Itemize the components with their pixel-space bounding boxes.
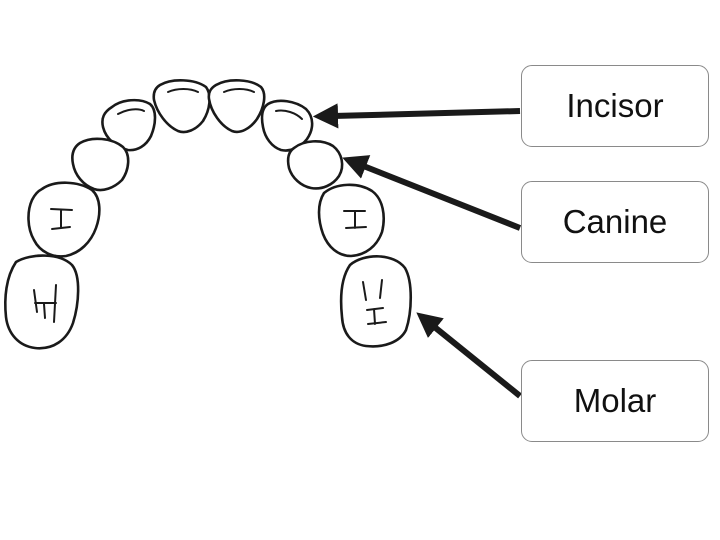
tooth-canine-right	[286, 140, 344, 190]
tooth-premolar-left	[27, 181, 101, 258]
arrow-canine	[342, 155, 522, 231]
label-box-incisor: Incisor	[521, 65, 709, 147]
tooth-lateral-incisor-left	[101, 98, 157, 152]
label-incisor: Incisor	[566, 87, 664, 124]
tooth-molar-left	[4, 254, 80, 350]
arrow-molar	[416, 312, 522, 399]
label-canine: Canine	[562, 203, 668, 240]
tooth-premolar-right	[317, 183, 385, 258]
dental-arch	[4, 79, 412, 350]
label-molar: Molar	[573, 382, 657, 419]
tooth-central-incisor-right	[207, 79, 266, 134]
label-box-canine: Canine	[521, 181, 709, 263]
tooth-molar-right	[339, 255, 412, 348]
label-box-molar: Molar	[521, 360, 709, 442]
tooth-central-incisor-left	[152, 79, 211, 134]
arrow-incisor	[312, 103, 521, 129]
tooth-canine-left	[71, 137, 130, 192]
